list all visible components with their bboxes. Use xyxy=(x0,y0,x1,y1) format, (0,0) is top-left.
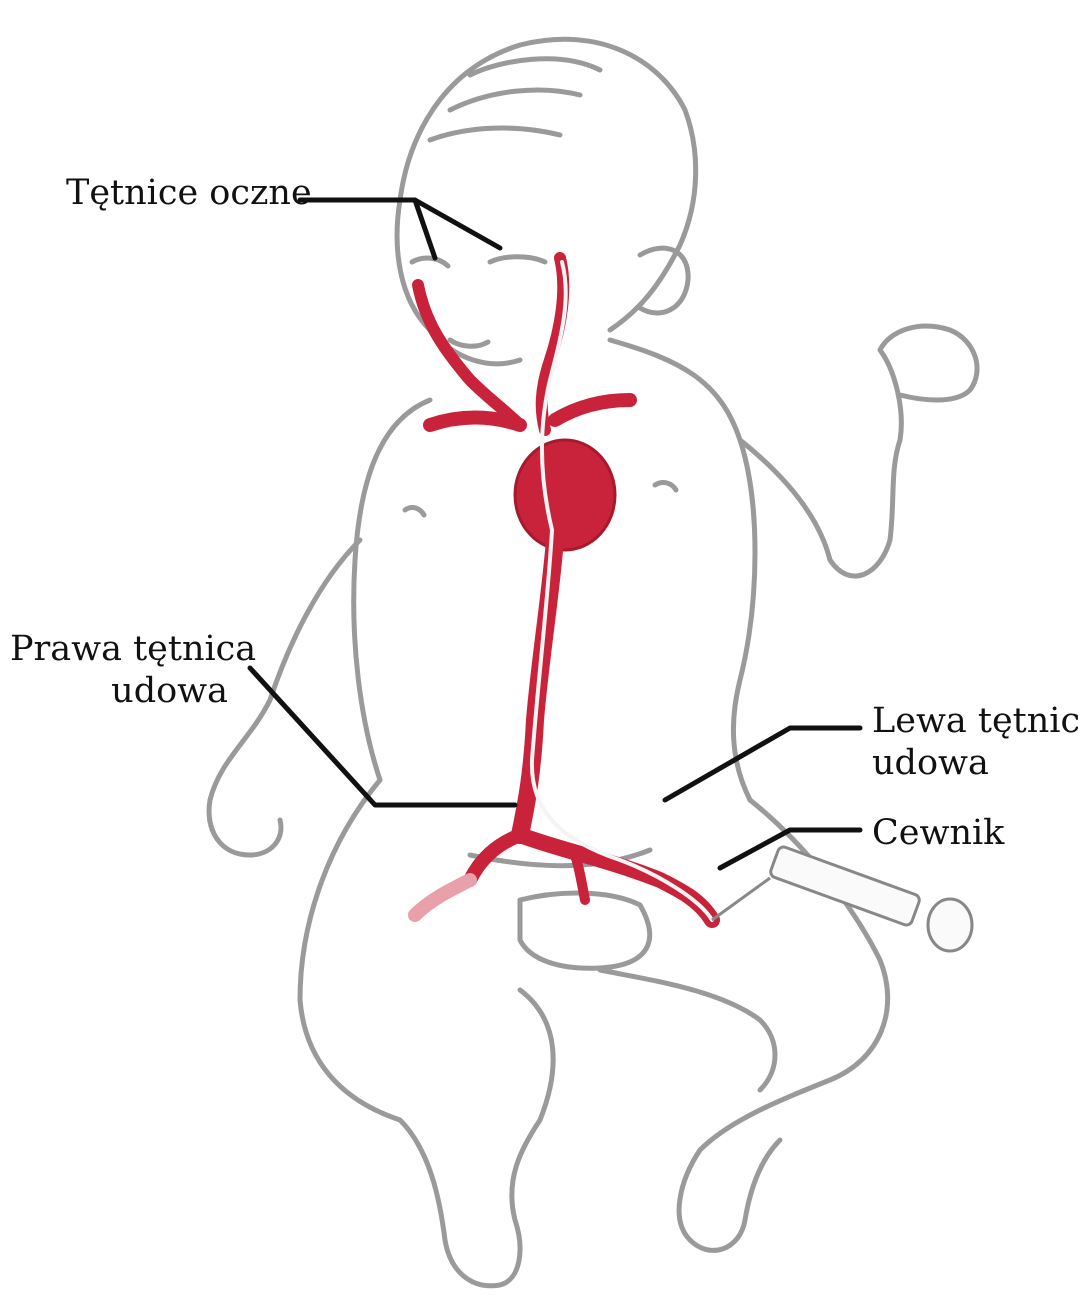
label-left-femoral-line1: Lewa tętnica xyxy=(872,700,1078,742)
leader-left-femoral xyxy=(665,728,860,800)
syringe-needle xyxy=(712,878,770,920)
subclavian-right xyxy=(430,418,520,426)
ear xyxy=(640,248,688,313)
right-femoral-fade xyxy=(415,880,470,915)
syringe xyxy=(712,845,972,951)
subclavian-left xyxy=(555,400,630,420)
left-iliac xyxy=(520,835,712,920)
right-leg xyxy=(300,780,553,1286)
right-arm xyxy=(209,540,360,855)
label-catheter-text: Cewnik xyxy=(872,812,1004,854)
left-arm xyxy=(740,326,977,576)
arteries xyxy=(415,258,712,920)
label-left-femoral-line2: udowa xyxy=(872,742,1078,784)
body-outline xyxy=(209,39,977,1285)
head-outline xyxy=(397,39,696,330)
hair xyxy=(430,59,600,140)
nipple-right xyxy=(405,508,424,515)
label-eye-arteries-text: Tętnice oczne xyxy=(66,172,312,214)
label-left-femoral-artery: Lewa tętnica udowa xyxy=(872,700,1078,784)
heart xyxy=(515,440,615,550)
label-right-femoral-line2: udowa xyxy=(10,670,228,712)
eye-right xyxy=(412,258,448,266)
label-catheter: Cewnik xyxy=(872,812,1004,854)
right-iliac xyxy=(470,835,520,880)
syringe-barrel xyxy=(769,845,921,926)
nipple-left xyxy=(655,483,676,490)
catheter-line xyxy=(532,262,712,920)
label-eye-arteries: Tętnice oczne xyxy=(66,172,312,214)
label-right-femoral-line1: Prawa tętnica xyxy=(10,628,228,670)
eye-left xyxy=(490,257,545,262)
mouth xyxy=(450,340,488,346)
right-eye-artery xyxy=(418,285,520,425)
leader-right-femoral xyxy=(250,668,515,805)
syringe-plunger-cap xyxy=(928,899,972,951)
left-thigh xyxy=(600,970,775,1090)
label-right-femoral-artery: Prawa tętnica udowa xyxy=(10,628,228,712)
